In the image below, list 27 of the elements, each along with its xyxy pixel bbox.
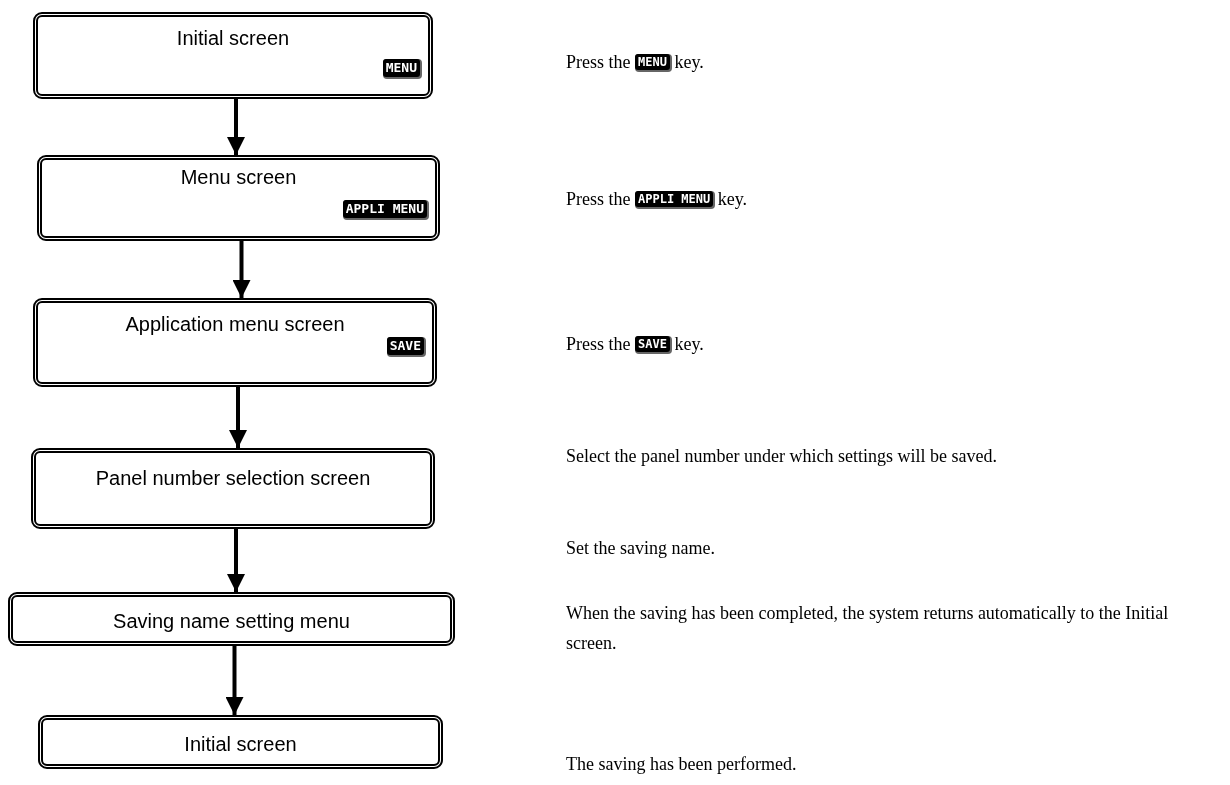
screen-name: Application menu screen — [124, 313, 346, 335]
screen-name: Initial screen — [175, 27, 291, 49]
instruction-text: Press the SAVE key. — [566, 333, 705, 356]
screen-name: Initial screen — [183, 733, 298, 755]
instruction-text: Press the MENU key. — [566, 51, 705, 74]
screen-box — [38, 715, 443, 769]
key-label: SAVE — [386, 337, 424, 355]
arrow — [225, 646, 244, 715]
screen-name: Panel number selection screen — [94, 467, 372, 489]
screen-name: Saving name setting menu — [112, 610, 351, 632]
arrow — [227, 99, 245, 155]
arrow — [232, 241, 251, 298]
key-label: MENU — [382, 59, 420, 77]
screen-box — [8, 592, 455, 646]
arrow — [229, 387, 247, 448]
instruction-text: Press the APPLI MENU key. — [566, 188, 749, 211]
instruction-text: The saving has been performed. — [566, 753, 798, 776]
key-label: APPLI MENU — [342, 200, 427, 218]
instruction-text: When the saving has been completed, the system returns automatically to the Initial screen. — [566, 602, 1170, 655]
instruction-text: Set the saving name. — [566, 537, 716, 560]
screen-box — [31, 448, 435, 529]
screen-box — [33, 12, 433, 99]
arrow — [227, 529, 245, 592]
screen-name: Menu screen — [179, 166, 298, 188]
screen-box — [33, 298, 437, 387]
screen-box — [37, 155, 440, 241]
instruction-text: Select the panel number under which settings will be saved. — [566, 445, 998, 468]
